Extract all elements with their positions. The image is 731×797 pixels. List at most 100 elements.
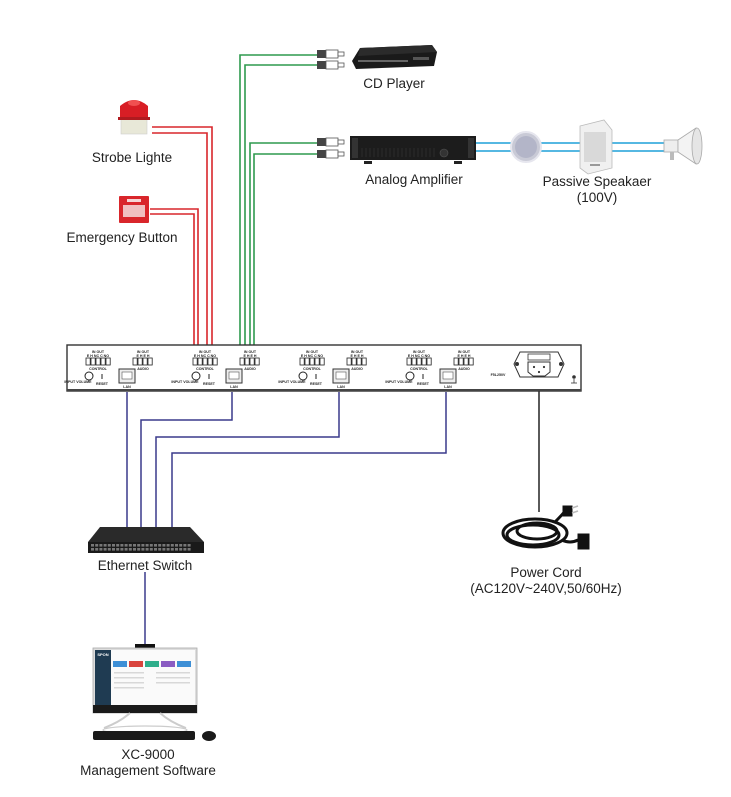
terminal-pin[interactable] <box>356 357 362 366</box>
terminal-pin[interactable] <box>309 357 315 366</box>
terminal-pin[interactable] <box>406 357 412 366</box>
switch-port <box>124 544 128 547</box>
reset-label: RESET <box>96 382 109 386</box>
control-pin-label: E H NC C NO <box>87 354 109 358</box>
terminal-pin[interactable] <box>254 357 260 366</box>
terminal-pin[interactable] <box>90 357 96 366</box>
reset-label: RESET <box>203 382 216 386</box>
terminal-pin[interactable] <box>202 357 208 366</box>
all-in-one-pc-icon: SPON <box>92 644 216 741</box>
volume-knob-icon[interactable] <box>405 371 415 381</box>
passive-speaker-voltage: (100V) <box>577 190 618 205</box>
control-label: CONTROL <box>303 367 322 371</box>
control-io-label: IN OUT <box>413 350 426 354</box>
switch-port <box>107 544 111 547</box>
switch-port <box>103 548 107 551</box>
volume-knob-icon[interactable] <box>191 371 201 381</box>
switch-port <box>166 544 170 547</box>
switch-port <box>91 544 94 547</box>
passive-speaker-label: Passive Speakaer <box>543 174 652 189</box>
switch-port <box>183 544 187 547</box>
terminal-pin[interactable] <box>351 357 357 366</box>
terminal-pin[interactable] <box>105 357 111 366</box>
switch-port <box>128 548 132 551</box>
wall-speaker-icon <box>579 119 613 175</box>
terminal-pin[interactable] <box>249 357 255 366</box>
terminal-pin[interactable] <box>142 357 148 366</box>
switch-port <box>141 548 145 551</box>
terminal-pin[interactable] <box>192 357 198 366</box>
audio-pin-label: E H E H <box>244 354 257 358</box>
power-cord-label: Power Cord <box>510 565 581 580</box>
ground-icon <box>571 375 577 384</box>
emergency-button-icon <box>119 196 149 223</box>
audio-label: AUDIO <box>351 367 363 371</box>
terminal-pin[interactable] <box>458 357 464 366</box>
terminal-pin[interactable] <box>95 357 101 366</box>
lan-port-socket <box>228 371 240 380</box>
emergency-wire-2 <box>150 213 195 357</box>
control-terminal-block <box>406 357 432 366</box>
lan-wire-3 <box>155 392 340 527</box>
switch-port <box>170 548 174 551</box>
terminal-pin[interactable] <box>346 357 352 366</box>
terminal-pin[interactable] <box>411 357 417 366</box>
reset-label: RESET <box>417 382 430 386</box>
control-pin-label: E H NC C NO <box>194 354 216 358</box>
terminal-pin[interactable] <box>319 357 325 366</box>
control-terminal-block <box>192 357 218 366</box>
volume-knob-icon[interactable] <box>298 371 308 381</box>
terminal-pin[interactable] <box>244 357 250 366</box>
switch-port <box>95 548 99 551</box>
cd-player-label: CD Player <box>363 76 425 91</box>
terminal-pin[interactable] <box>468 357 474 366</box>
lan-label: LAN <box>444 385 452 389</box>
audio-input-wires <box>239 54 317 357</box>
terminal-pin[interactable] <box>314 357 320 366</box>
switch-port <box>170 544 174 547</box>
switch-port <box>137 544 141 547</box>
control-label: CONTROL <box>89 367 108 371</box>
speaker-wires <box>476 142 664 152</box>
volume-label: INPUT VOLUME <box>385 380 413 384</box>
terminal-pin[interactable] <box>299 357 305 366</box>
terminal-pin[interactable] <box>416 357 422 366</box>
cd-wire-2 <box>244 64 317 357</box>
terminal-pin[interactable] <box>463 357 469 366</box>
switch-port <box>141 544 145 547</box>
audio-io-label: IN OUT <box>351 350 364 354</box>
switch-port <box>158 548 162 551</box>
terminal-pin[interactable] <box>85 357 91 366</box>
cd-wire-1 <box>239 54 317 357</box>
switch-port <box>187 548 191 551</box>
switch-port <box>149 544 153 547</box>
terminal-pin[interactable] <box>453 357 459 366</box>
terminal-pin[interactable] <box>147 357 153 366</box>
terminal-pin[interactable] <box>137 357 143 366</box>
emergency-button-label: Emergency Button <box>66 230 177 245</box>
terminal-pin[interactable] <box>100 357 106 366</box>
switch-port <box>154 548 157 551</box>
power-cord-spec: (AC120V~240V,50/60Hz) <box>470 581 621 596</box>
terminal-pin[interactable] <box>197 357 203 366</box>
terminal-pin[interactable] <box>361 357 367 366</box>
terminal-pin[interactable] <box>207 357 213 366</box>
terminal-pin[interactable] <box>304 357 310 366</box>
volume-knob-icon[interactable] <box>84 371 94 381</box>
terminal-pin[interactable] <box>132 357 138 366</box>
audio-terminal-block <box>239 357 260 366</box>
panel-modules: IN OUT E H NC C NO CONTROL IN OUT E H E H AUD… <box>64 350 474 389</box>
switch-port <box>149 548 153 551</box>
screen-brand: SPON <box>97 652 108 657</box>
reset-label: RESET <box>310 382 323 386</box>
terminal-pin[interactable] <box>212 357 218 366</box>
terminal-pin[interactable] <box>426 357 432 366</box>
switch-port <box>179 544 183 547</box>
terminal-pin[interactable] <box>239 357 245 366</box>
rca-plugs-cd <box>317 49 345 70</box>
fuse-label: F5L250V <box>491 373 506 377</box>
volume-label: INPUT VOLUME <box>171 380 199 384</box>
terminal-pin[interactable] <box>421 357 427 366</box>
